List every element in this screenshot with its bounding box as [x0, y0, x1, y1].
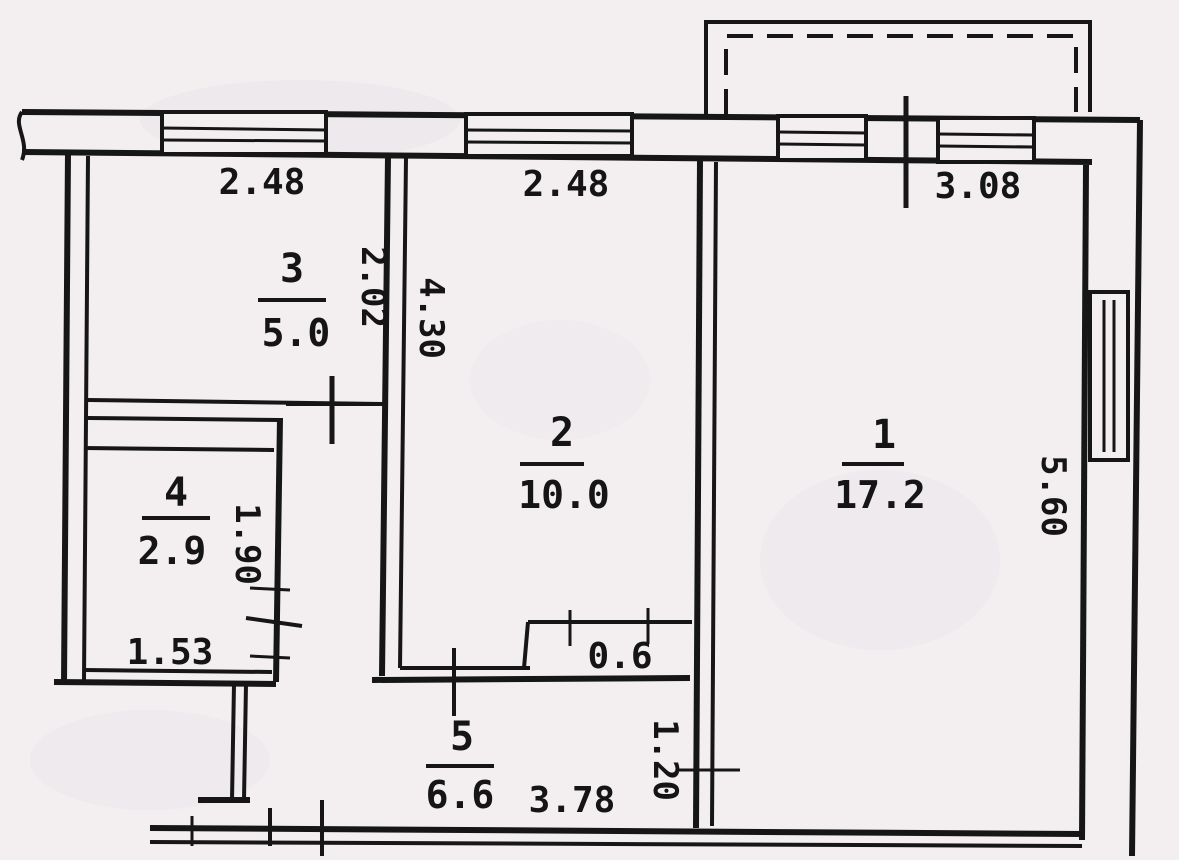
- dim-room4-depth: 1.90: [227, 503, 267, 585]
- exterior-wall-right: [1079, 119, 1143, 857]
- room-3-label: 3 5.0: [258, 246, 330, 355]
- partition-room4: [53, 417, 303, 687]
- dim-room2-width: 2.48: [523, 164, 610, 205]
- dim-room3-width: 2.48: [219, 162, 306, 203]
- dim-room2-depth: 4.30: [411, 277, 451, 359]
- dim-niche-width: 0.6: [587, 636, 652, 677]
- dim-room4-width: 1.53: [127, 632, 214, 673]
- room-5-label: 5 6.6: [426, 714, 495, 817]
- dim-hall-depth: 1.20: [645, 719, 685, 801]
- room-1-number: 1: [872, 412, 896, 458]
- dim-room3-depth: 2.02: [353, 246, 393, 328]
- paper-stains: [30, 80, 1000, 810]
- window-right: [1088, 290, 1130, 462]
- room-1-label: 1 17.2: [834, 412, 926, 517]
- room-4-area: 2.9: [138, 529, 207, 573]
- partition-room3: [87, 155, 408, 677]
- room-4-number: 4: [164, 470, 188, 516]
- room-3-number: 3: [280, 246, 304, 292]
- window-room3: [160, 110, 328, 156]
- partition-room1: [676, 159, 740, 829]
- exterior-wall-left: [61, 151, 90, 685]
- room-3-area: 5.0: [262, 311, 331, 355]
- room-5-area: 6.6: [426, 773, 495, 817]
- balcony-door: [776, 114, 868, 162]
- room-1-area: 17.2: [834, 473, 926, 517]
- exterior-wall-bottom: [149, 800, 1083, 856]
- balcony: [704, 20, 1092, 115]
- partition-hall-left: [198, 683, 250, 803]
- window-room1: [903, 96, 1036, 208]
- room-2-label: 2 10.0: [518, 410, 610, 517]
- partition-room2-bottom: [371, 608, 692, 716]
- dim-hall-width: 3.78: [529, 780, 616, 821]
- room-4-label: 4 2.9: [138, 470, 210, 573]
- dim-room1-width: 3.08: [935, 166, 1022, 207]
- room-2-area: 10.0: [518, 473, 610, 517]
- room-2-number: 2: [550, 410, 574, 456]
- dim-room1-depth: 5.60: [1033, 455, 1073, 537]
- room-5-number: 5: [450, 714, 474, 760]
- window-room2: [464, 112, 634, 158]
